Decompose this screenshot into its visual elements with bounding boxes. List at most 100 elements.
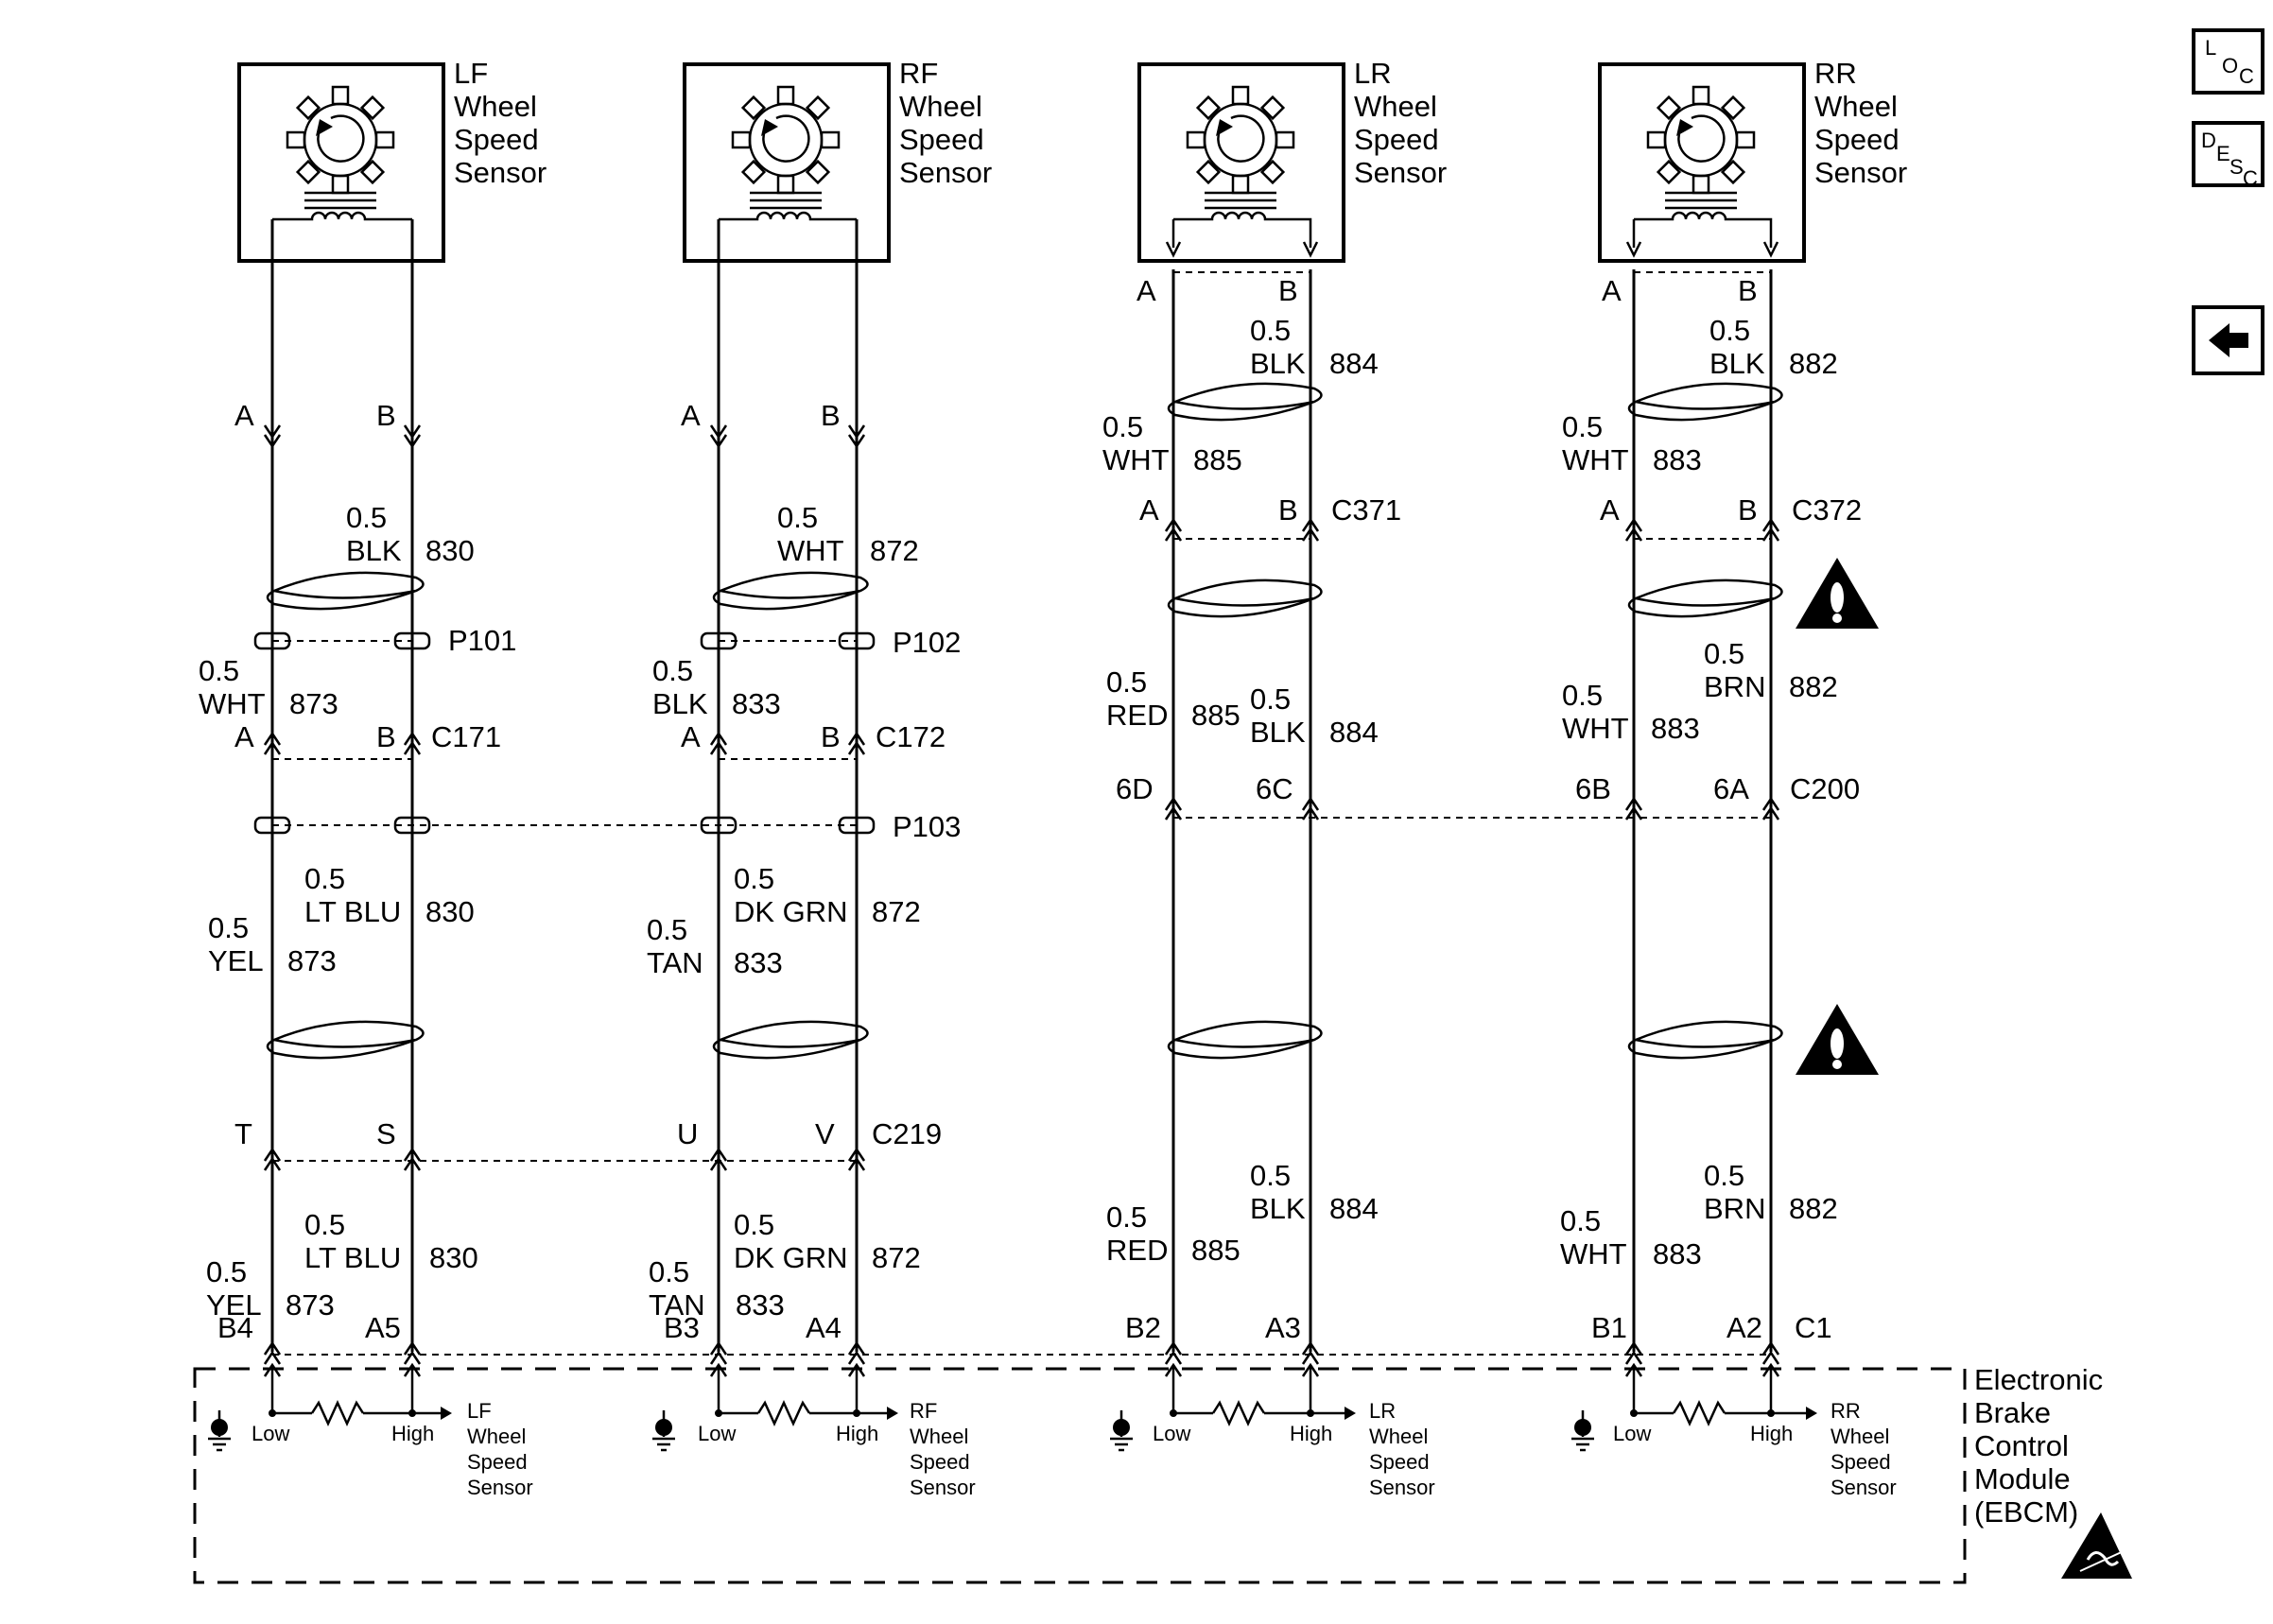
wire-circuit: 884 [1329,1192,1379,1225]
wire-circuit: 883 [1653,443,1702,476]
wire-gauge: 0.5 [777,501,818,534]
wire-gauge: 0.5 [1704,1159,1744,1192]
ebcm-title: Brake [1974,1396,2051,1429]
ebcm-title: Control [1974,1429,2069,1462]
ground-icon [1110,1410,1133,1452]
resistor-icon [1211,1399,1266,1427]
sensor-gear-icon [1186,85,1295,195]
splice-labels: P101 P102 P103 [448,624,961,843]
wire-circuit: 830 [429,1241,478,1274]
input-high-label: High [1750,1422,1793,1445]
wire-circuit: 833 [734,946,783,979]
lr-wheel-speed-sensor: LR Wheel Speed Sensor [1137,57,1447,263]
wire-color: WHT [1102,443,1170,476]
wire-gauge: 0.5 [1562,410,1603,443]
input-name: Wheel [1831,1425,1889,1448]
ebcm-title: Module [1974,1462,2071,1495]
sensor-title: Speed [1354,123,1439,156]
desc-letter-e: E [2216,142,2230,165]
ebcm-title: (EBCM) [1974,1495,2078,1529]
loc-letter-o: O [2222,54,2238,78]
connector-label: C1 [1795,1311,1832,1344]
splice-label: P101 [448,624,516,657]
input-name: Wheel [1369,1425,1428,1448]
splice-icon [253,816,291,835]
wire-circuit: 885 [1193,443,1242,476]
sensor-title: Sensor [1354,156,1447,189]
pin-label: B [1278,274,1298,307]
pin-label: A [1139,493,1159,527]
input-low-label: Low [1613,1422,1651,1445]
pin-label: 6C [1256,772,1293,805]
wire-gauge: 0.5 [1106,1201,1147,1234]
sensor-title: Wheel [1354,90,1437,123]
wire-circuit: 873 [289,687,338,720]
input-name: RR [1831,1399,1861,1423]
wire-gauge: 0.5 [1562,679,1603,712]
loc-letter-c: C [2239,64,2254,88]
wire-color: WHT [1562,712,1629,745]
sensor-coil-icon [1165,191,1319,258]
pin-label: B2 [1125,1311,1161,1344]
wire-color: BLK [1709,347,1765,380]
input-high-label: High [391,1422,434,1445]
wire-gauge: 0.5 [1709,314,1750,347]
desc-button[interactable]: D E S C [2192,121,2264,190]
wire-gauge: 0.5 [647,913,687,946]
input-name: Sensor [467,1476,533,1499]
wire-circuit: 884 [1329,716,1379,749]
connector-label: C172 [876,720,946,753]
pin-label: A4 [806,1311,842,1344]
splice-icon [700,816,737,835]
back-button[interactable] [2192,305,2264,375]
wire-circuit: 882 [1789,1192,1838,1225]
rf-wheel-speed-sensor: RF Wheel Speed Sensor [683,57,992,263]
desc-letter-s: S [2230,155,2244,179]
wire-labels: 0.5 BLK 830 0.5 WHT 873 0.5 LT BLU 830 0… [199,314,1838,1322]
splice-icon [393,631,431,650]
wire-gauge: 0.5 [1704,637,1744,670]
ground-icon [652,1410,675,1452]
sensor-gear-icon [286,85,395,195]
sensor-title: Speed [1814,123,1900,156]
wire-color: RED [1106,699,1168,732]
pin-label: B [1738,274,1758,307]
ground-icon [208,1410,231,1452]
ebcm-input-rf: Low High RF Wheel Speed Sensor [652,1362,976,1499]
pin-label: 6D [1116,772,1154,805]
pin-label: A [1602,274,1622,307]
splice-icon [838,816,876,835]
connector-lines [272,271,1771,1356]
warning-icon [1796,1004,1879,1075]
pin-label: 6B [1575,772,1611,805]
input-name: Sensor [910,1476,976,1499]
wire-gauge: 0.5 [206,1255,247,1288]
sensor-coil-icon [1625,191,1779,258]
pin-label: V [815,1117,835,1150]
pin-label: B3 [664,1311,700,1344]
pin-label: T [234,1117,252,1150]
loc-button[interactable]: L O C [2192,28,2264,95]
wire-color: DK GRN [734,1241,848,1274]
wire-gauge: 0.5 [1102,410,1143,443]
pin-label: A [681,399,701,432]
sensor-title: LR [1354,57,1392,90]
wire-gauge: 0.5 [1106,665,1147,699]
sensor-title: RR [1814,57,1857,90]
ground-icon [1571,1410,1594,1452]
pin-label: B1 [1591,1311,1627,1344]
wire-color: BLK [1250,347,1306,380]
input-name: Wheel [910,1425,968,1448]
wire-circuit: 873 [287,944,337,977]
pin-label: A [1136,274,1156,307]
pin-label: B [1278,493,1298,527]
sensor-title: RF [899,57,938,90]
sensor-gear-icon [731,85,841,195]
pin-label: B [1738,493,1758,527]
twisted-pair-icon [1627,579,1783,618]
twisted-pair-icons [266,382,1783,1060]
sensor-coil-icon [719,191,857,221]
sensor-title: Sensor [454,156,547,189]
ebcm-input-lr: Low High LR Wheel Speed Sensor [1110,1362,1435,1499]
twisted-pair-icon [712,571,869,611]
